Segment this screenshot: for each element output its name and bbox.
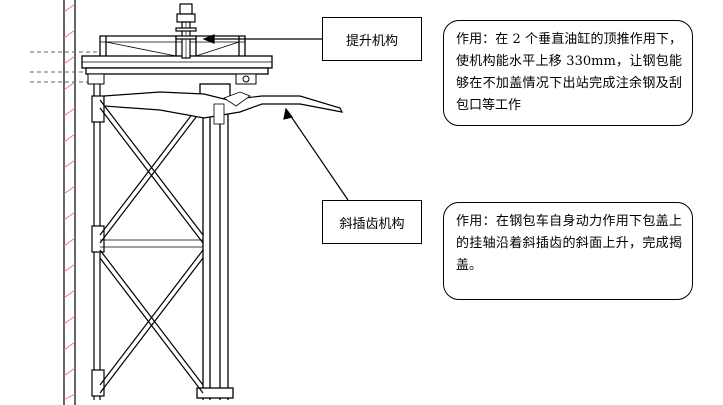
slanted-tooth bbox=[103, 91, 344, 125]
lift-function-note: 作用：在 2 个垂直油缸的顶推作用下，使机构能水平上移 330mm，让钢包能够在… bbox=[443, 20, 693, 126]
wall bbox=[63, 0, 76, 405]
cylinder-icon bbox=[175, 3, 197, 59]
cross-bracing bbox=[99, 99, 204, 394]
support-column bbox=[91, 84, 105, 400]
lift-mechanism-label: 提升机构 bbox=[322, 17, 422, 61]
tooth-mechanism-label: 斜插齿机构 bbox=[322, 200, 422, 244]
lift-frame bbox=[81, 35, 273, 75]
leader-lines bbox=[202, 34, 349, 201]
tooth-function-note: 作用：在钢包车自身动力作用下包盖上的挂轴沿着斜插齿的斜面上升，完成揭盖。 bbox=[443, 202, 693, 300]
fittings bbox=[87, 73, 257, 85]
